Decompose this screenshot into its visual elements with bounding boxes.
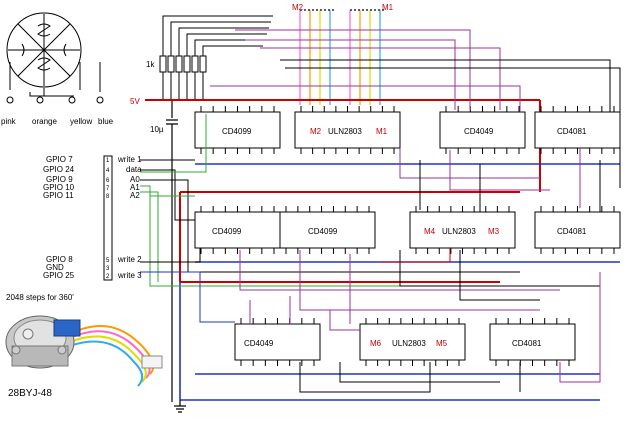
header-pin-1: 1 [106,158,110,164]
capacitor [166,100,178,402]
chip-cd4081-3: CD4081 [489,323,576,361]
signal-write-2: write 2 [117,255,142,264]
header-pin-2: 2 [106,274,110,280]
chip-cd4081-2: CD4081 [534,211,621,249]
header-pin-3: 3 [106,266,110,272]
chip-label: CD4099 [222,127,252,136]
motor-coil-symbol [6,12,104,104]
wire-label-orange: orange [32,117,57,126]
gpio-label-8: GPIO 8 [46,255,73,264]
gpio-label-9: GPIO 9 [46,175,73,184]
chip-label: CD4099 [308,227,338,236]
signal-wires [140,29,621,393]
chip-uln2803-1: ULN2803 M2 M1 [294,111,401,149]
gpio-label-24: GPIO 24 [43,165,75,174]
chip-cd4099-b: CD4099 [194,211,281,249]
chip-cd4099-c: CD4099 [279,211,376,249]
chip-label: ULN2803 [328,127,362,136]
power-label: 5V [130,97,140,106]
motor-label-m2: M2 [292,3,304,12]
capacitor-label: 10µ [150,125,164,134]
chip-mark-m1: M1 [376,127,388,136]
gpio-label-10: GPIO 10 [43,183,75,192]
chip-label: CD4081 [557,127,587,136]
gpio-label-25: GPIO 25 [43,271,75,280]
stepper-motor-illustration [5,315,163,387]
header-pin-6: 6 [106,178,110,184]
chip-cd4099-a: CD4099 [194,111,281,149]
chip-label: CD4081 [512,339,542,348]
chip-label: CD4099 [212,227,242,236]
chip-label: ULN2803 [442,227,476,236]
ground-symbol [174,400,186,413]
wire-label-pink: pink [1,117,17,126]
pin-header [103,155,113,281]
chip-mark-m2: M2 [310,127,322,136]
chip-mark-m3: M3 [488,227,500,236]
chip-mark-m5: M5 [436,339,448,348]
chip-mark-m6: M6 [370,339,382,348]
resistor-label: 1k [146,60,155,69]
chip-uln2803-3: ULN2803 M6 M5 [359,323,466,361]
gpio-label-7: GPIO 7 [46,155,73,164]
signal-write-1: write 1 [117,155,142,164]
signal-data: data [126,165,142,174]
chip-label: CD4049 [464,127,494,136]
signal-write-3: write 3 [117,271,142,280]
gpio-label-gnd: GND [46,263,64,272]
header-pin-4: 4 [106,168,110,174]
signal-a1: A1 [130,183,140,192]
chip-pin-stubs [200,106,615,366]
resistor-network [159,15,273,100]
chip-label: ULN2803 [392,339,426,348]
header-pin-5: 5 [106,258,110,264]
chip-uln2803-2: ULN2803 M4 M3 [409,211,516,249]
motor-model-label: 28BYJ-48 [8,388,52,399]
chip-cd4081-1: CD4081 [534,111,621,149]
chip-label: CD4049 [244,339,274,348]
chip-mark-m4: M4 [424,227,436,236]
gpio-label-11: GPIO 11 [43,191,74,200]
chip-cd4049-1: CD4049 [439,111,526,149]
motor-top-wires [299,9,384,105]
header-pin-8: 8 [106,194,110,200]
wire-label-blue: blue [98,117,114,126]
signal-a0: A0 [130,175,140,184]
motor-label-m1: M1 [382,3,394,12]
signal-a2: A2 [130,191,140,200]
steps-note: 2048 steps for 360' [6,293,74,302]
header-pin-7: 7 [106,186,110,192]
chip-label: CD4081 [557,227,587,236]
chip-cd4049-2: CD4049 [234,323,321,361]
wire-label-yellow: yellow [70,117,92,126]
